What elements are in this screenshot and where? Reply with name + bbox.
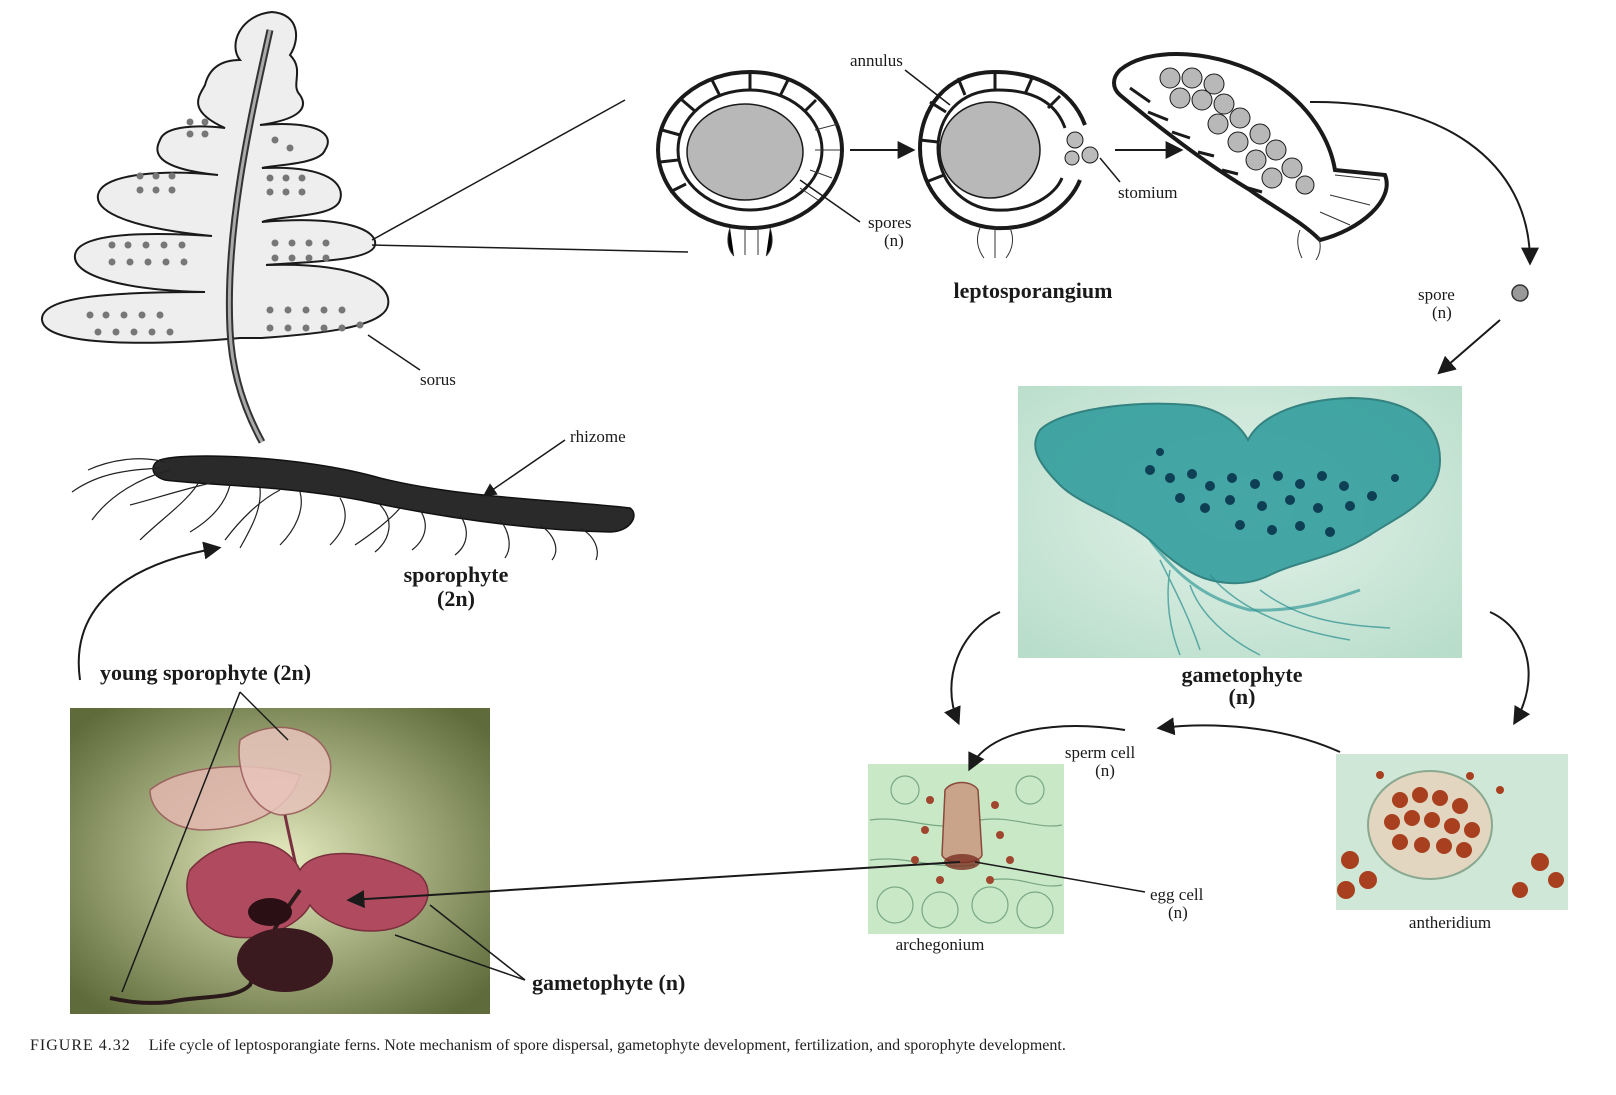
spores-ploidy: (n) <box>884 231 904 250</box>
spore-dot <box>1511 284 1529 302</box>
annulus-pointer <box>904 69 951 106</box>
young-sporophyte-micrograph <box>70 708 490 1014</box>
arrow-to-archegonium <box>944 611 1001 726</box>
arrow-to-antheridium <box>1489 611 1531 726</box>
archegonium-label: archegonium <box>896 935 985 954</box>
rhizome-label: rhizome <box>570 427 626 446</box>
sori-dots <box>86 118 364 336</box>
gametophyte-top-ploidy: (n) <box>1229 684 1256 709</box>
arrow-spore-to-gametophyte <box>1437 319 1501 375</box>
egg-cell-pointer <box>974 861 1146 893</box>
sporophyte-ploidy: (2n) <box>437 586 475 611</box>
arrow-to-spore <box>1309 100 1539 266</box>
sorus-label: sorus <box>420 370 456 389</box>
figure-number: FIGURE 4.32 <box>30 1037 131 1054</box>
rhizome <box>71 455 635 561</box>
young-sporophyte-pointer-1 <box>121 691 241 993</box>
zoom-line-upper <box>371 99 626 241</box>
stomium-label: stomium <box>1118 183 1178 202</box>
spore-ploidy: (n) <box>1432 303 1452 322</box>
spore-label: spore <box>1418 285 1455 304</box>
figure-caption: FIGURE 4.32 Life cycle of leptosporangiat… <box>30 1035 1590 1057</box>
sporophyte-label: sporophyte <box>404 562 509 587</box>
gametophyte-pointer-2 <box>429 904 526 981</box>
stomium-pointer <box>1099 157 1121 183</box>
sperm-cell-label: sperm cell <box>1065 743 1136 762</box>
leptosporangium-label: leptosporangium <box>954 278 1113 303</box>
rhizome-pointer <box>482 439 566 497</box>
egg-cell-ploidy: (n) <box>1168 903 1188 922</box>
zoom-line-lower <box>371 244 689 253</box>
arrow-to-sporophyte <box>77 541 222 681</box>
fern-frond <box>40 10 390 444</box>
arrow-sperm-to-archegonium <box>968 725 1126 772</box>
gametophyte-top-label: gametophyte <box>1182 662 1303 687</box>
sporangium-opening <box>917 69 1099 259</box>
sperm-cell-ploidy: (n) <box>1095 761 1115 780</box>
young-sporophyte-pointer-2 <box>239 691 289 741</box>
archegonium-micrograph <box>868 764 1064 934</box>
spores-pointer <box>799 179 861 223</box>
sorus-pointer <box>367 334 421 371</box>
antheridium-label: antheridium <box>1409 913 1491 932</box>
gametophyte-micrograph <box>1018 386 1462 658</box>
gametophyte-pointer-1 <box>394 934 526 981</box>
spores-label: spores <box>868 213 911 232</box>
sporangium-closed <box>656 70 844 257</box>
antheridium-micrograph <box>1336 754 1568 910</box>
egg-cell-label: egg cell <box>1150 885 1204 904</box>
fertilization-line <box>346 861 961 909</box>
arrow-sperm <box>1156 717 1341 753</box>
young-sporophyte-label: young sporophyte (2n) <box>100 660 311 685</box>
sporangium-dehisced <box>1112 52 1389 261</box>
annulus-label: annulus <box>850 51 903 70</box>
gametophyte-bottom-label: gametophyte (n) <box>532 970 685 995</box>
figure-caption-text: Life cycle of leptosporangiate ferns. No… <box>148 1037 1066 1054</box>
